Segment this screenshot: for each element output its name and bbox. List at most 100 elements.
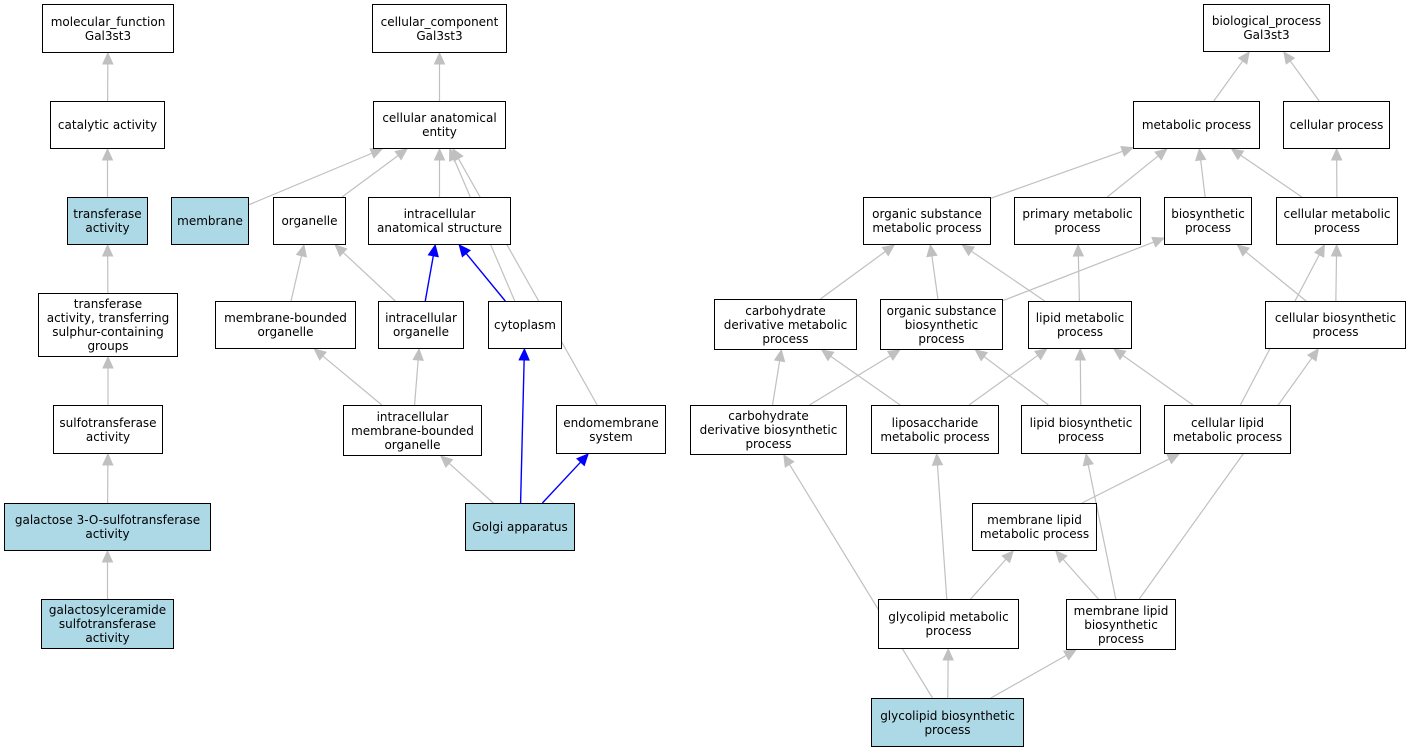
edge-arrowhead-golgi-to-endomem — [576, 453, 589, 467]
edge-arrowhead-io-to-organelle — [334, 244, 348, 258]
node-lipid-biosynthetic-process[interactable]: lipid biosynthetic process — [1021, 405, 1141, 454]
node-cellular-metabolic-process[interactable]: cellular metabolic process — [1276, 197, 1398, 245]
node-endomembrane-system[interactable]: endomembrane system — [556, 405, 666, 454]
node-lipid-metabolic-process[interactable]: lipid metabolic process — [1028, 301, 1132, 349]
edge-gmp-to-lps — [936, 464, 948, 600]
node-carbohydrate-derivative-metabolic-process[interactable]: carbohydrate derivative metabolic proces… — [714, 299, 857, 350]
edge-lbp-to-osbp — [983, 356, 1049, 406]
node-cellular-process[interactable]: cellular process — [1283, 101, 1390, 149]
edge-arrowhead-lmp-to-osmp — [961, 244, 976, 257]
node-organelle[interactable]: organelle — [273, 197, 346, 245]
edge-mbo-to-organelle — [290, 255, 303, 302]
node-intracellular-anatomical-structure[interactable]: intracellular anatomical structure — [368, 197, 511, 245]
edge-lps-to-lmp — [968, 354, 1039, 406]
edge-mlbp-to-mlmp — [1062, 558, 1099, 600]
edge-metabolic-to-bp_root — [1213, 60, 1244, 102]
node-cellular-component-root[interactable]: cellular_component Gal3st3 — [372, 4, 507, 53]
edge-golgi-to-imbo — [448, 462, 494, 504]
node-transferase-sulphur-groups[interactable]: transferase activity, transferring sulph… — [38, 293, 178, 357]
edge-clmp-to-lmp — [1122, 354, 1194, 406]
edge-arrowhead-membrane-to-cae — [369, 148, 384, 159]
edge-arrowhead-cmp-to-metabolic — [1230, 148, 1245, 161]
node-molecular-function-root[interactable]: molecular_function Gal3st3 — [42, 4, 174, 53]
edge-arrowhead-cbp-to-biosynth — [1236, 244, 1250, 257]
node-cytoplasm[interactable]: cytoplasm — [488, 301, 562, 349]
edge-arrowhead-gbp-to-gmp — [942, 647, 954, 661]
edge-organelle-to-cae — [341, 155, 399, 198]
node-membrane[interactable]: membrane — [171, 197, 249, 245]
node-membrane-lipid-biosynthetic-process[interactable]: membrane lipid biosynthetic process — [1066, 599, 1176, 650]
edge-arrowhead-osmp-to-metabolic — [1120, 146, 1135, 157]
edge-arrowhead-cbp-to-cmp — [1330, 243, 1343, 257]
node-golgi-apparatus[interactable]: Golgi apparatus — [465, 503, 575, 551]
node-metabolic-process[interactable]: metabolic process — [1133, 101, 1260, 149]
node-cellular-anatomical-entity[interactable]: cellular anatomical entity — [373, 101, 506, 149]
edge-arrowhead-metabolic-to-bp_root — [1237, 51, 1250, 65]
node-membrane-lipid-metabolic-process[interactable]: membrane lipid metabolic process — [972, 503, 1097, 551]
edge-io-to-ias — [424, 255, 434, 302]
edge-arrowhead-osbp-to-osmp — [926, 243, 938, 258]
edge-arrowhead-golgi-to-cytoplasm — [518, 347, 530, 361]
edge-arrowhead-imbo-to-mbo — [313, 348, 327, 361]
edge-gbp-to-mlbp — [990, 654, 1067, 699]
node-organic-substance-biosynthetic-process[interactable]: organic substance biosynthetic process — [880, 299, 1003, 350]
edge-arrowhead-io-to-ias — [427, 243, 439, 258]
edge-cbp-to-cmp — [1335, 255, 1338, 302]
node-sulfotransferase-activity[interactable]: sulfotransferase activity — [53, 405, 163, 454]
node-carbohydrate-derivative-biosynthetic-process[interactable]: carbohydrate derivative biosynthetic pro… — [690, 405, 847, 455]
edge-io-to-organelle — [342, 252, 396, 302]
edge-mlmp-to-clmp — [1081, 458, 1170, 504]
node-liposaccharide-metabolic-process[interactable]: liposaccharide metabolic process — [871, 405, 999, 454]
node-intracellular-organelle[interactable]: intracellular organelle — [378, 301, 464, 349]
edge-arrowhead-transferase_sulfur-to-transferase — [101, 243, 114, 257]
edge-arrowhead-catalytic-to-mf_root — [102, 51, 114, 65]
edge-mlbp-to-cbp — [1138, 357, 1313, 600]
edge-arrowhead-organelle-to-cae — [394, 148, 408, 161]
edge-arrowhead-mlmp-to-clmp — [1166, 453, 1181, 465]
edge-golgi-to-endomem — [541, 461, 582, 504]
node-biological-process-root[interactable]: biological_process Gal3st3 — [1203, 4, 1330, 52]
node-glycolipid-biosynthetic-process[interactable]: glycolipid biosynthetic process — [871, 698, 1024, 747]
node-biosynthetic-process[interactable]: biosynthetic process — [1164, 197, 1252, 245]
node-catalytic-activity[interactable]: catalytic activity — [50, 101, 165, 149]
edge-arrowhead-cdbp-to-osbp — [886, 349, 901, 361]
edge-mlbp-to-lbp — [1087, 464, 1117, 600]
node-galactose-3-o-sulfotransferase[interactable]: galactose 3-O-sulfotransferase activity — [4, 503, 211, 551]
node-intracellular-membrane-bounded-organelle[interactable]: intracellular membrane-bounded organelle — [343, 405, 482, 456]
node-cellular-lipid-metabolic-process[interactable]: cellular lipid metabolic process — [1164, 405, 1291, 454]
edge-arrowhead-transferase-to-catalytic — [101, 147, 114, 161]
node-galactosylceramide-sulfotransferase[interactable]: galactosylceramide sulfotransferase acti… — [41, 599, 174, 649]
edge-cytoplasm-to-ias — [465, 253, 506, 302]
node-primary-metabolic-process[interactable]: primary metabolic process — [1014, 197, 1141, 245]
edge-arrowhead-osbp-to-biosynth — [1151, 236, 1166, 248]
node-membrane-bounded-organelle[interactable]: membrane-bounded organelle — [215, 301, 356, 349]
edge-cbp-to-biosynth — [1245, 251, 1307, 302]
edge-arrowhead-lps-to-lmp — [1033, 348, 1048, 361]
edge-cdmp-to-osmp — [820, 251, 886, 300]
edge-arrowhead-golgi-to-imbo — [440, 455, 454, 468]
edge-arrowhead-mlbp-to-mlmp — [1054, 550, 1068, 564]
edge-arrowhead-cdmp-to-osmp — [881, 244, 896, 257]
edge-pmp-to-metabolic — [1106, 155, 1159, 198]
edge-golgi-to-cytoplasm — [519, 359, 525, 504]
edge-biosynth-to-metabolic — [1200, 159, 1206, 198]
node-organic-substance-metabolic-process[interactable]: organic substance metabolic process — [863, 197, 991, 245]
edge-endomem-to-cae — [457, 158, 598, 406]
node-cellular-biosynthetic-process[interactable]: cellular biosynthetic process — [1265, 301, 1406, 349]
edge-arrowhead-cae-to-cc_root — [433, 51, 446, 65]
edge-cmp-to-metabolic — [1240, 154, 1303, 198]
edge-gbp-to-cdbp — [789, 464, 934, 699]
node-glycolipid-metabolic-process[interactable]: glycolipid metabolic process — [878, 599, 1019, 649]
edge-arrowhead-clmp-to-lmp — [1112, 348, 1127, 361]
edge-arrowhead-lbp-to-lmp — [1074, 347, 1087, 361]
edge-arrowhead-cdbp-to-cdmp — [773, 348, 786, 363]
edge-arrowhead-lbp-to-osbp — [974, 349, 989, 362]
node-transferase-activity[interactable]: transferase activity — [67, 197, 148, 245]
edge-arrowhead-gbp-to-cdbp — [783, 453, 795, 468]
edge-lmp-to-osmp — [971, 250, 1046, 302]
edge-osbp-to-osmp — [931, 255, 939, 300]
edge-cdbp-to-cdmp — [771, 360, 781, 406]
edge-arrowhead-mlbp-to-lbp — [1082, 452, 1094, 467]
